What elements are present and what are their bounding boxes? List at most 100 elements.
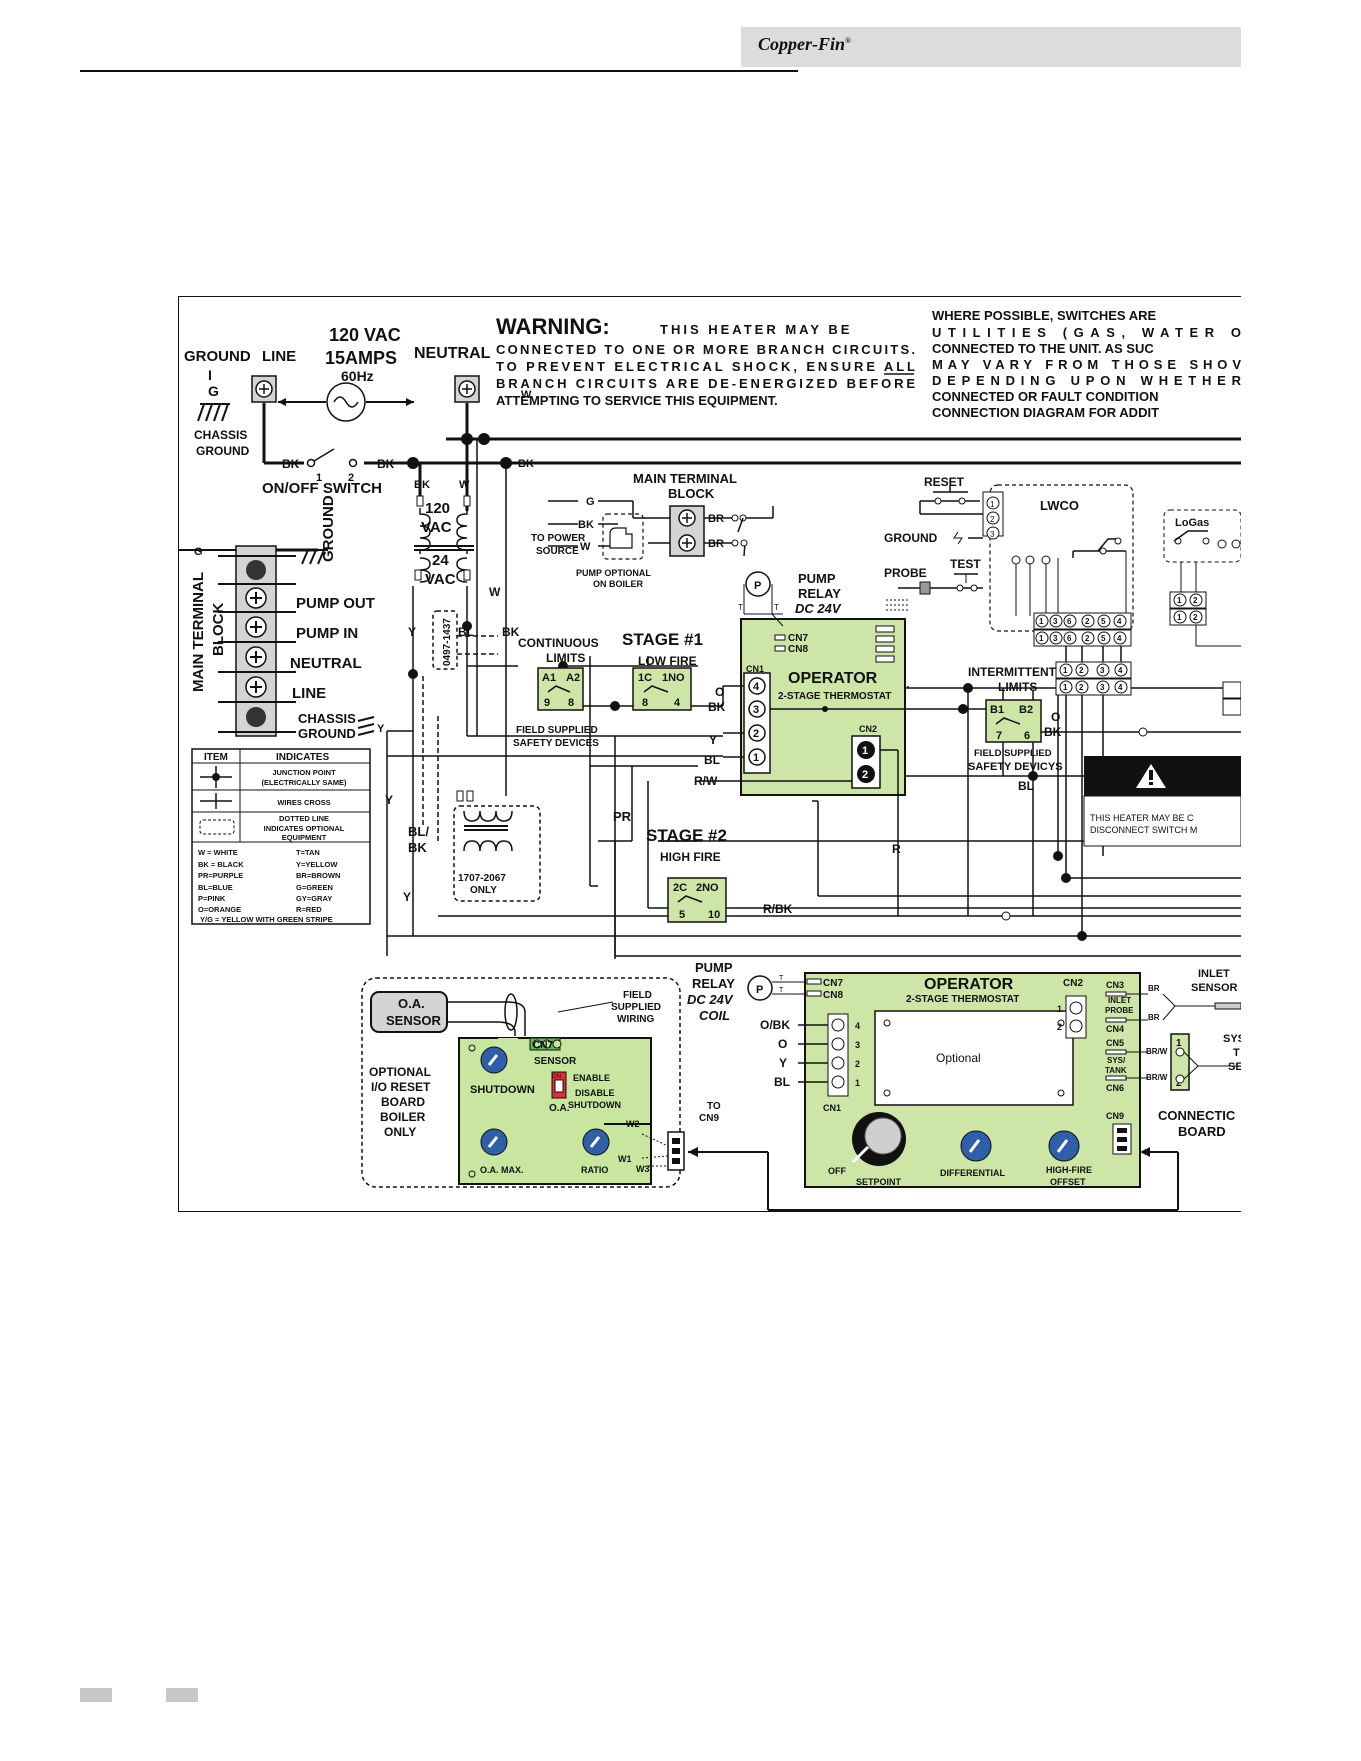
svg-text:24: 24 [432,552,449,569]
svg-text:ENABLE: ENABLE [573,1073,610,1083]
svg-text:120: 120 [425,500,450,517]
svg-text:A2: A2 [566,672,580,684]
svg-text:LIMITS: LIMITS [546,651,585,665]
svg-text:NEUTRAL: NEUTRAL [290,655,362,672]
svg-text:ON BOILER: ON BOILER [593,579,644,589]
svg-text:Y: Y [385,793,393,807]
svg-text:I/O RESET: I/O RESET [371,1080,431,1094]
svg-text:GY=GRAY: GY=GRAY [296,894,332,903]
stage-2: STAGE #2 HIGH FIRE 2C 2NO 5 10 R/BK [646,781,1241,923]
svg-text:TEST: TEST [950,557,981,571]
svg-text:1NO: 1NO [662,672,685,684]
svg-text:2-STAGE THERMOSTAT: 2-STAGE THERMOSTAT [778,691,891,702]
svg-text:60Hz: 60Hz [341,368,374,384]
svg-text:BR: BR [1148,984,1160,993]
svg-text:3: 3 [1100,666,1105,675]
svg-text:0497-1437: 0497-1437 [442,618,453,666]
svg-text:W: W [521,389,532,401]
svg-text:BK: BK [282,457,300,471]
svg-text:CONNECTED OR FAULT CONDITION: CONNECTED OR FAULT CONDITION [932,389,1159,404]
svg-text:THIS HEATER MAY BE: THIS HEATER MAY BE [660,322,852,337]
svg-text:B1: B1 [990,704,1004,716]
svg-text:DOTTED LINE: DOTTED LINE [279,814,329,823]
svg-text:2: 2 [1085,634,1090,643]
svg-text:CHASSIS: CHASSIS [194,428,247,442]
svg-text:2: 2 [1193,613,1198,622]
svg-text:Y: Y [403,890,411,904]
svg-text:CN3: CN3 [1106,980,1124,990]
ground-label: GROUND [184,348,251,365]
svg-text:3: 3 [1100,683,1105,692]
svg-text:SHUTDOWN: SHUTDOWN [568,1100,621,1110]
svg-text:BK: BK [414,479,430,491]
svg-text:LINE: LINE [292,685,326,702]
svg-text:1C: 1C [638,672,652,684]
svg-text:BOARD: BOARD [1178,1124,1226,1139]
svg-text:WHERE POSSIBLE, SWITCHES ARE: WHERE POSSIBLE, SWITCHES ARE [932,308,1156,323]
svg-text:6: 6 [1067,617,1072,626]
svg-text:5: 5 [679,909,685,921]
main-terminal-block-top: MAIN TERMINAL BLOCK G BK W BR BR TO POWE… [531,471,774,589]
svg-text:T: T [738,603,743,612]
svg-text:9: 9 [544,697,550,709]
svg-text:8: 8 [568,697,574,709]
svg-text:BK = BLACK: BK = BLACK [198,860,244,869]
svg-text:2: 2 [1079,683,1084,692]
svg-text:DISABLE: DISABLE [575,1088,615,1098]
svg-text:1: 1 [855,1078,860,1088]
svg-text:HIGH-FIRE: HIGH-FIRE [1046,1165,1092,1175]
svg-text:1: 1 [316,472,322,484]
svg-text:BLOCK: BLOCK [210,603,227,656]
svg-text:5: 5 [1101,617,1106,626]
svg-text:CN7: CN7 [823,978,843,989]
svg-text:1: 1 [1176,1038,1182,1049]
svg-text:SENSOR: SENSOR [386,1013,442,1028]
svg-text:WIRES CROSS: WIRES CROSS [277,798,330,807]
svg-text:O: O [1051,710,1060,724]
svg-text:R/W: R/W [694,774,718,788]
svg-text:MAIN TERMINAL: MAIN TERMINAL [633,471,737,486]
svg-text:W: W [459,479,470,491]
svg-text:VAC: VAC [425,571,456,588]
svg-text:Y: Y [709,733,717,747]
svg-text:MAIN TERMINAL: MAIN TERMINAL [190,572,207,692]
neutral-label: NEUTRAL [414,345,491,362]
svg-text:G: G [586,496,595,508]
svg-text:HIGH FIRE: HIGH FIRE [660,850,721,864]
svg-text:P: P [756,984,763,996]
svg-text:CONNECTIC: CONNECTIC [1158,1108,1236,1123]
svg-text:ONLY: ONLY [384,1125,416,1139]
svg-text:1: 1 [1057,1004,1062,1014]
switch-note: WHERE POSSIBLE, SWITCHES ARE UTILITIES (… [932,308,1241,420]
svg-text:PUMP OUT: PUMP OUT [296,595,375,612]
svg-text:RELAY: RELAY [692,976,735,991]
svg-text:4: 4 [1117,617,1122,626]
svg-text:PR=PURPLE: PR=PURPLE [198,871,243,880]
svg-text:3: 3 [753,704,759,716]
svg-text:W: W [580,541,591,553]
optional-equipment-1: 0497-1437 [422,610,498,826]
svg-text:BOARD: BOARD [381,1095,425,1109]
svg-text:OPERATOR: OPERATOR [924,976,1014,993]
svg-text:COIL: COIL [699,1008,730,1023]
svg-text:UTILITIES (GAS, WATER O: UTILITIES (GAS, WATER O [932,325,1241,340]
svg-text:GROUND: GROUND [298,726,356,741]
svg-text:CN6: CN6 [1106,1083,1124,1093]
svg-text:SAFETY DEVICYS: SAFETY DEVICYS [968,761,1063,773]
svg-text:BLOCK: BLOCK [668,486,715,501]
svg-text:PUMP: PUMP [798,571,836,586]
svg-text:1: 1 [1177,613,1182,622]
svg-text:LIMITS: LIMITS [998,680,1037,694]
svg-text:STAGE #2: STAGE #2 [646,826,727,845]
svg-text:CN1: CN1 [746,664,764,674]
svg-text:2: 2 [348,472,354,484]
svg-text:Y: Y [377,723,385,735]
svg-text:DEPENDING UPON WHETHER: DEPENDING UPON WHETHER [932,373,1241,388]
svg-text:CONNECTION DIAGRAM FOR ADDIT: CONNECTION DIAGRAM FOR ADDIT [932,405,1159,420]
svg-text:BL: BL [704,753,720,767]
svg-text:RATIO: RATIO [581,1165,608,1175]
svg-text:T=TAN: T=TAN [296,848,320,857]
svg-text:T: T [779,975,784,982]
lwco-section: RESET GROUND PROBE TEST 1 2 3 LWCO 1 [884,475,1241,941]
svg-text:I: I [208,367,212,383]
